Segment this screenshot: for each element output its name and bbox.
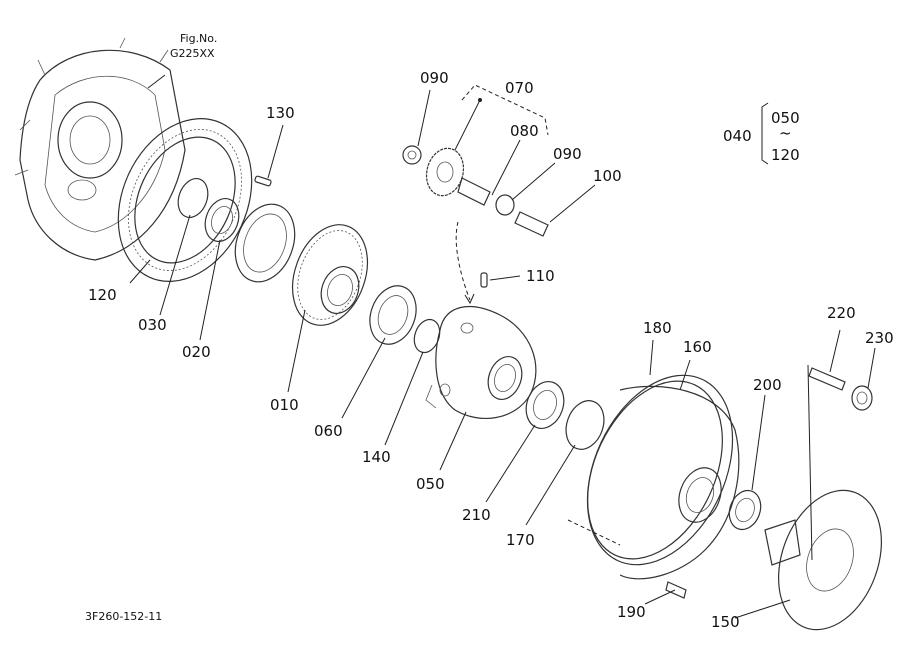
pin-110	[480, 272, 488, 288]
transmission-housing	[14, 37, 186, 261]
case-160	[586, 374, 740, 580]
callout-140: 140	[362, 448, 391, 466]
callout-230: 230	[865, 329, 894, 347]
figure-ref-line2: G225XX	[170, 47, 215, 60]
callout-180: 180	[643, 319, 672, 337]
callout-110: 110	[526, 267, 555, 285]
snap-ring-030	[177, 178, 209, 218]
bearing-020	[204, 198, 240, 242]
drawing-code: 3F260-152-11	[85, 610, 162, 623]
nut-230	[851, 385, 873, 411]
seal-210	[525, 381, 565, 429]
callout-220: 220	[827, 304, 856, 322]
bracket-070	[454, 84, 549, 305]
callout-120: 120	[88, 286, 117, 304]
callout-090-b: 090	[553, 145, 582, 163]
axle-flange-150	[764, 489, 882, 631]
callout-170: 170	[506, 531, 535, 549]
callout-070: 070	[505, 79, 534, 97]
callout-210: 210	[462, 506, 491, 524]
callout-040: 040	[723, 127, 752, 145]
callout-030: 030	[138, 316, 167, 334]
bearing-ring	[234, 203, 296, 283]
figure-ref-line1: Fig.No.	[180, 32, 217, 45]
callout-190: 190	[617, 603, 646, 621]
pin-130	[254, 175, 272, 187]
gear-010	[292, 224, 368, 326]
callout-150: 150	[711, 613, 740, 631]
planet-gear-070	[402, 145, 549, 237]
callout-100: 100	[593, 167, 622, 185]
callout-200: 200	[753, 376, 782, 394]
o-ring-170	[565, 400, 605, 450]
carrier-050	[425, 306, 537, 419]
callout-160: 160	[683, 338, 712, 356]
bolt-220	[808, 367, 846, 391]
seal-200	[728, 489, 762, 531]
callout-060: 060	[314, 422, 343, 440]
bracket-040	[761, 102, 769, 165]
callout-050-range: 050	[771, 109, 800, 127]
callout-080: 080	[510, 122, 539, 140]
range-tilde: ~	[779, 124, 792, 142]
callout-120-range: 120	[771, 146, 800, 164]
bolt-190	[665, 581, 687, 599]
callout-010: 010	[270, 396, 299, 414]
callout-090-a: 090	[420, 69, 449, 87]
callout-020: 020	[182, 343, 211, 361]
callout-130: 130	[266, 104, 295, 122]
leader-lines	[129, 74, 876, 619]
callout-050: 050	[416, 475, 445, 493]
